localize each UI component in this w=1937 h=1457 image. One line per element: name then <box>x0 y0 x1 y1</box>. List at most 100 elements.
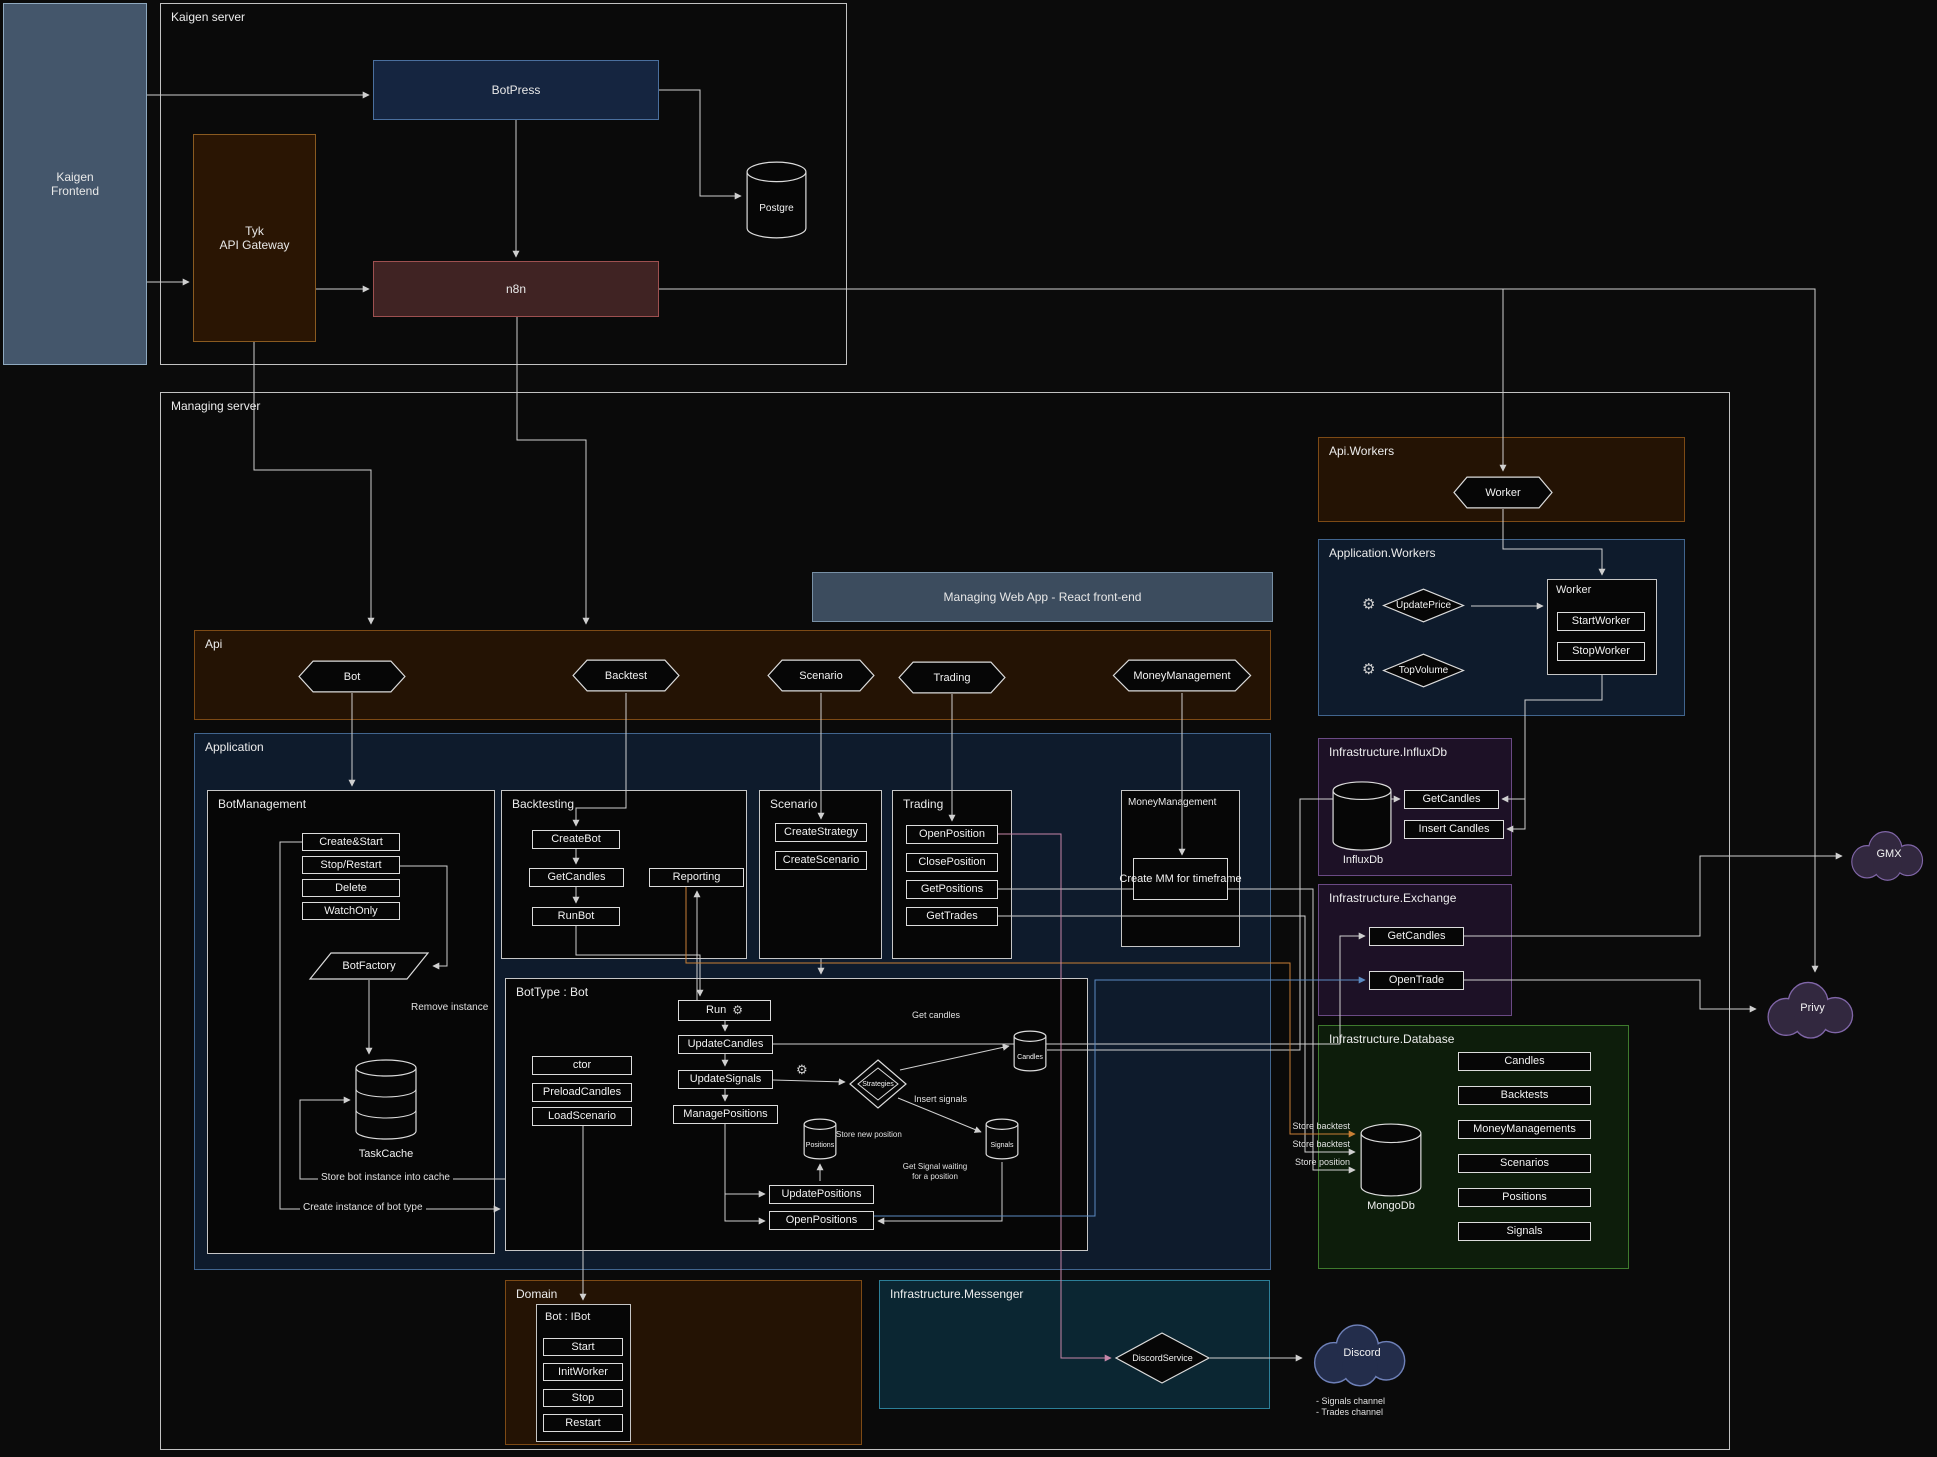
postgre-label: Postgre <box>759 202 794 214</box>
influxdb-node <box>1331 780 1393 852</box>
discord-service-node: DiscordService <box>1115 1332 1210 1384</box>
wire-updatecandles-exchange <box>773 932 1366 1045</box>
cylinder-icon <box>803 1118 837 1160</box>
kaigen-frontend-node: Kaigen Frontend <box>3 3 147 365</box>
note-remove-instance: Remove instance <box>408 1002 492 1015</box>
delete-button: Delete <box>302 879 400 897</box>
preloadcandles-button: PreloadCandles <box>532 1083 632 1102</box>
managing-server-title: Managing server <box>171 399 261 413</box>
ibot-initworker-button: InitWorker <box>543 1363 623 1381</box>
diamond-icon <box>1115 1332 1210 1384</box>
gettrades-button: GetTrades <box>906 907 998 926</box>
createstrategy-button: CreateStrategy <box>775 823 867 842</box>
tyk-gateway-node: Tyk API Gateway <box>193 134 316 342</box>
managepositions-button: ManagePositions <box>673 1105 778 1124</box>
updatepositions-button: UpdatePositions <box>769 1185 874 1204</box>
createscenario-button: CreateScenario <box>775 851 867 870</box>
influxdb-title: Infrastructure.InfluxDb <box>1329 745 1448 759</box>
cloud-icon <box>1767 981 1854 1039</box>
db-signals: Signals <box>1458 1222 1591 1241</box>
candles-store-node: Candles <box>1013 1030 1047 1072</box>
application-title: Application <box>205 740 264 754</box>
strategies-node: Strategies <box>849 1059 907 1109</box>
trading-title: Trading <box>903 797 944 811</box>
exchange-getcandles-button: GetCandles <box>1369 927 1464 946</box>
db-moneymanagements: MoneyManagements <box>1458 1120 1591 1139</box>
cloud-icon <box>1851 831 1924 881</box>
run-label: Run <box>706 1004 727 1017</box>
wire-managepositions-openpositions <box>724 1124 766 1225</box>
privy-label: Privy <box>1800 1002 1825 1014</box>
scenario-title: Scenario <box>770 797 818 811</box>
wire-botpress-postgre <box>659 89 742 200</box>
postgre-db-node: Postgre <box>745 160 808 240</box>
worker-box-title: Worker <box>1556 584 1592 596</box>
api-endpoint-scenario-label: Scenario <box>799 669 843 682</box>
cylinder-icon <box>745 160 808 240</box>
create-start-button: Create&Start <box>302 833 400 851</box>
update-price-node: UpdatePrice <box>1376 588 1471 623</box>
wire-n8n-privy <box>659 288 1819 973</box>
update-price-label: UpdatePrice <box>1395 600 1452 611</box>
discord-cloud-node: Discord <box>1306 1318 1418 1388</box>
bot-management-title: BotManagement <box>218 797 307 811</box>
wire-openpositions-opentrade <box>874 976 1366 1217</box>
worker-hexagon-label: Worker <box>1485 486 1521 499</box>
double-diamond-icon <box>849 1059 907 1109</box>
api-endpoint-bot-label: Bot <box>343 670 361 683</box>
signals-store-label: Signals <box>990 1141 1014 1149</box>
startworker-button: StartWorker <box>1557 612 1645 631</box>
influx-getcandles-button: GetCandles <box>1404 790 1499 809</box>
watchonly-button: WatchOnly <box>302 902 400 920</box>
cylinder-icon <box>1331 780 1393 852</box>
messenger-title: Infrastructure.Messenger <box>890 1287 1024 1301</box>
gear-icon: ⚙ <box>732 1002 743 1017</box>
discord-service-label: DiscordService <box>1132 1353 1193 1363</box>
wire-opentrade-privy <box>1464 979 1757 1013</box>
money-management-title: MoneyManagement <box>1128 797 1217 808</box>
ibot-stop-button: Stop <box>543 1389 623 1407</box>
web-app-label: Managing Web App - React front-end <box>943 590 1142 604</box>
parallelogram-icon <box>309 952 429 980</box>
getpositions-button: GetPositions <box>906 880 998 899</box>
diamond-icon <box>1376 588 1471 623</box>
application-workers-title: Application.Workers <box>1329 546 1436 560</box>
ibot-start-button: Start <box>543 1338 623 1356</box>
kaigen-frontend-label: Kaigen Frontend <box>50 170 100 198</box>
botpress-node: BotPress <box>373 60 659 120</box>
api-endpoint-trading: Trading <box>898 661 1006 694</box>
stacked-db-icon <box>354 1058 418 1142</box>
wire-exchange-gmx <box>1464 852 1843 937</box>
mongodb-label: MongoDb <box>1367 1200 1415 1212</box>
wire-openposition-discordservice <box>998 833 1112 1362</box>
api-endpoint-moneymanagement-label: MoneyManagement <box>1133 669 1231 682</box>
api-endpoint-scenario: Scenario <box>767 659 875 692</box>
wire-store-backtest-1 <box>685 887 1356 1138</box>
closeposition-button: ClosePosition <box>906 853 998 872</box>
backtesting-title: Backtesting <box>512 797 575 811</box>
createbot-button: CreateBot <box>532 830 620 849</box>
web-app-node: Managing Web App - React front-end <box>812 572 1273 622</box>
stopworker-button: StopWorker <box>1557 642 1645 661</box>
hexagon-icon <box>1112 659 1252 692</box>
diamond-icon <box>1376 653 1471 688</box>
reporting-button: Reporting <box>649 868 744 887</box>
note-get-signal-waiting: Get Signal waiting for a position <box>902 1162 968 1181</box>
wire-backtest-backtesting <box>572 693 627 827</box>
wire-tyk-api <box>253 342 375 625</box>
cylinder-icon <box>985 1118 1019 1160</box>
gear-icon: ⚙ <box>1362 661 1376 678</box>
discord-channels-note: - Signals channel - Trades channel <box>1316 1396 1386 1418</box>
top-volume-node: TopVolume <box>1376 653 1471 688</box>
privy-cloud-node: Privy <box>1760 976 1865 1040</box>
updatesignals-button: UpdateSignals <box>678 1070 773 1089</box>
worker-hexagon: Worker <box>1453 476 1553 509</box>
openposition-button: OpenPosition <box>906 825 998 844</box>
hexagon-icon <box>767 659 875 692</box>
signals-store-node: Signals <box>985 1118 1019 1160</box>
bot-ibot-title: Bot : IBot <box>545 1311 591 1323</box>
tyk-gateway-label: Tyk API Gateway <box>219 224 290 252</box>
note-store-backtest-1: Store backtest <box>1292 1121 1350 1131</box>
bot-factory-label: BotFactory <box>342 960 396 972</box>
positions-store-node: Positions <box>803 1118 837 1160</box>
